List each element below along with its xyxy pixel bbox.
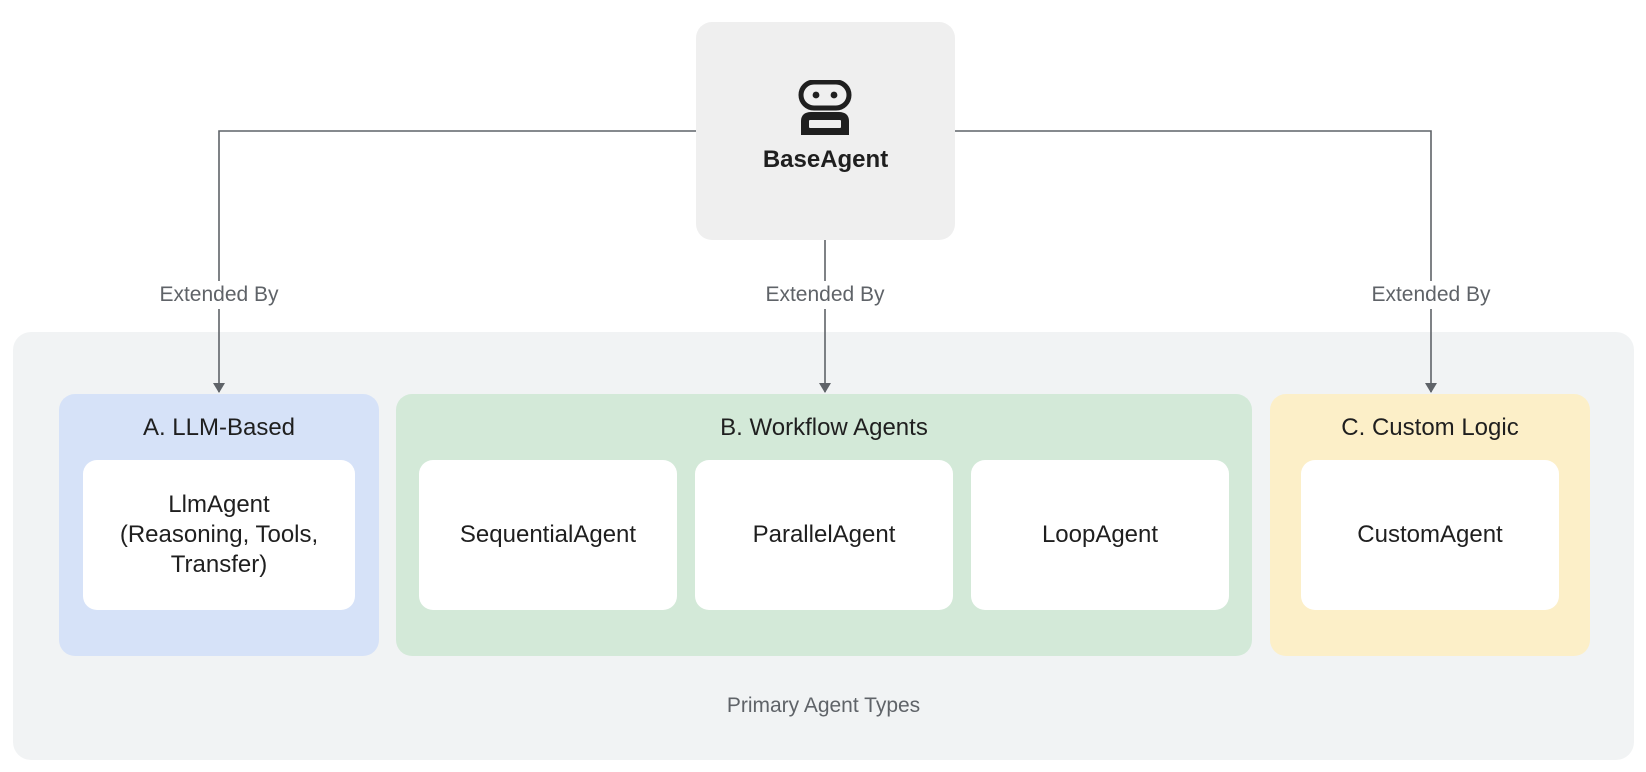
edge-label-workflow-agents: Extended By [745, 281, 905, 309]
group-custom-logic: C. Custom Logic CustomAgent [1270, 394, 1590, 656]
base-agent-label: BaseAgent [762, 146, 889, 173]
container-label: Primary Agent Types [726, 694, 921, 717]
group-title-workflow-agents: B. Workflow Agents [720, 414, 928, 441]
card-custom-agent: CustomAgent [1301, 460, 1559, 610]
base-agent-node: BaseAgent [696, 22, 955, 240]
card-sequential-agent: SequentialAgent [419, 460, 677, 610]
card-parallel-agent: ParallelAgent [695, 460, 953, 610]
card-loop-agent: LoopAgent [971, 460, 1229, 610]
group-llm-based: A. LLM-Based LlmAgent (Reasoning, Tools,… [59, 394, 379, 656]
card-llm-agent: LlmAgent (Reasoning, Tools, Transfer) [83, 460, 355, 610]
group-title-llm-based: A. LLM-Based [142, 414, 296, 441]
group-title-custom-logic: C. Custom Logic [1341, 414, 1519, 441]
group-workflow-agents: B. Workflow Agents SequentialAgent Paral… [396, 394, 1252, 656]
edge-label-custom-logic: Extended By [1351, 281, 1511, 309]
robot-icon [798, 80, 852, 135]
edge-label-llm-based: Extended By [139, 281, 299, 309]
primary-agent-types-container: A. LLM-Based LlmAgent (Reasoning, Tools,… [13, 332, 1634, 760]
